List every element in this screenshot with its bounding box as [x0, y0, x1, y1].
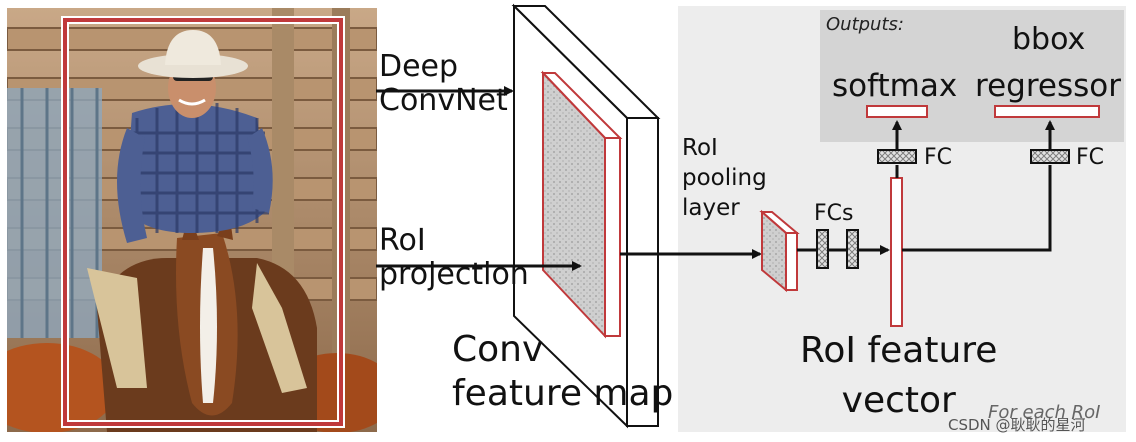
roi-pooling-label: RoI pooling layer: [682, 135, 767, 221]
roi-feature-vector-label: RoI feature vector: [800, 330, 998, 421]
watermark: CSDN @耿耿的星河: [948, 416, 1086, 434]
fc-layer-2: [846, 229, 859, 269]
bbox-fc-label: FC: [1076, 145, 1105, 170]
conv-feature-map: [511, 3, 661, 429]
roi-feature-vector: [890, 177, 903, 327]
regressor-label: regressor: [975, 68, 1121, 104]
roi-projection-label: RoI projection: [379, 223, 529, 292]
bbox-label: bbox: [1012, 22, 1086, 57]
softmax-label: softmax: [832, 68, 958, 104]
for-each-roi-label: For each RoI: [988, 402, 1101, 423]
outputs-label: Outputs:: [826, 14, 904, 35]
input-photo: [7, 8, 377, 432]
outputs-panel: [820, 10, 1124, 142]
conv-feature-map-label: Conv feature map: [452, 329, 674, 414]
bbox-branch-line: [902, 170, 1052, 252]
softmax-output: [866, 105, 928, 118]
roi-pooling-block: [759, 209, 800, 293]
bbox-fc: [1030, 149, 1070, 164]
fc-layer-1: [816, 229, 829, 269]
fcs-label: FCs: [814, 201, 854, 226]
bbox-output: [994, 105, 1100, 118]
projected-roi: [540, 70, 623, 339]
softmax-fc: [877, 149, 917, 164]
deep-convnet-label: Deep ConvNet: [379, 49, 508, 118]
softmax-fc-label: FC: [924, 145, 953, 170]
